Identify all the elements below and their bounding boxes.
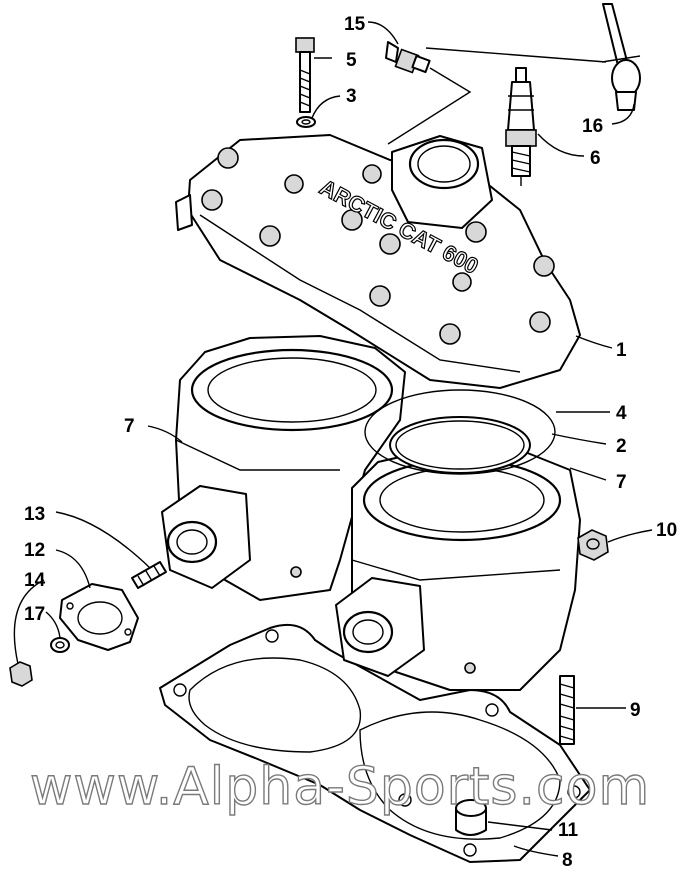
cylinder-left bbox=[161, 335, 406, 601]
exhaust-nut bbox=[9, 661, 33, 687]
callout-14: 14 bbox=[24, 570, 46, 591]
o-ring-inner bbox=[395, 420, 525, 470]
callout-5: 5 bbox=[346, 50, 357, 71]
callouts: 15 5 3 16 6 1 7 4 2 7 10 13 12 14 17 9 1… bbox=[24, 14, 677, 871]
o-ring bbox=[389, 416, 531, 474]
head-nut bbox=[577, 529, 609, 561]
exhaust-washer-hole bbox=[55, 641, 65, 649]
callout-1: 1 bbox=[616, 340, 627, 361]
callout-9: 9 bbox=[630, 700, 641, 721]
callout-8: 8 bbox=[562, 850, 573, 871]
callout-2: 2 bbox=[616, 436, 627, 457]
cylinder-head: ARCTIC CAT 600 bbox=[175, 134, 581, 389]
callout-7-left: 7 bbox=[124, 416, 135, 437]
exhaust-gasket bbox=[59, 583, 139, 651]
callout-17: 17 bbox=[24, 604, 45, 625]
callout-15: 15 bbox=[344, 14, 366, 35]
temperature-sensor bbox=[385, 41, 431, 74]
callout-7-right: 7 bbox=[616, 472, 627, 493]
callout-16: 16 bbox=[582, 116, 603, 137]
callout-11: 11 bbox=[558, 820, 579, 841]
washer bbox=[296, 116, 316, 128]
callout-4: 4 bbox=[616, 403, 627, 424]
callout-13: 13 bbox=[24, 504, 45, 525]
cylinder-right bbox=[335, 447, 581, 691]
callout-10: 10 bbox=[656, 520, 677, 541]
leader-lines bbox=[13, 21, 653, 857]
cylinder-stud bbox=[559, 675, 575, 745]
spark-plug bbox=[505, 67, 537, 186]
watermark: www.Alpha-Sports.com bbox=[30, 757, 650, 817]
head-bolt bbox=[295, 37, 315, 113]
callout-3: 3 bbox=[346, 86, 357, 107]
callout-6: 6 bbox=[590, 148, 601, 169]
dowel-pin bbox=[455, 799, 487, 836]
plug-cap bbox=[601, 3, 641, 111]
callout-12: 12 bbox=[24, 540, 45, 561]
exhaust-washer bbox=[50, 637, 70, 653]
washer-hole bbox=[301, 119, 311, 125]
exhaust-stud bbox=[131, 561, 167, 589]
